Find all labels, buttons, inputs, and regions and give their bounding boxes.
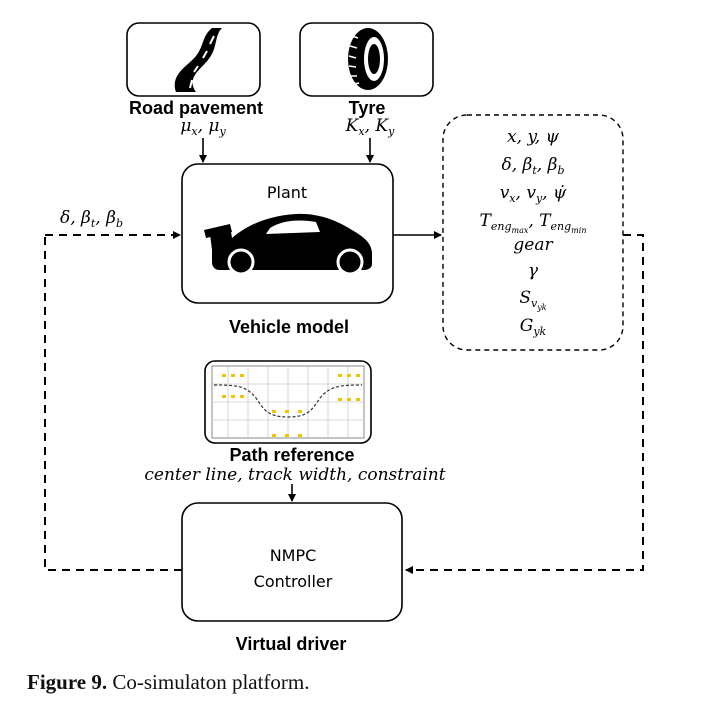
plant-block: Plant Vehicle model — [181, 163, 394, 337]
input-signals-label: δ, βt, βb — [60, 208, 123, 230]
car-icon — [204, 213, 372, 276]
path-reference-block: Path reference center line, track width,… — [144, 360, 446, 485]
caption-prefix: Figure 9. — [27, 670, 108, 694]
plant-title: Plant — [267, 183, 307, 202]
output-g-yk: Gyk — [520, 316, 547, 338]
output-delta-beta: δ, βt, βb — [502, 155, 565, 177]
road-icon — [174, 28, 222, 92]
output-gear: gear — [513, 235, 553, 255]
caption-text: Co-simulaton platform. — [112, 670, 310, 694]
output-velocities: vx, vy, ψ̇ — [500, 183, 567, 205]
path-reference-label: Path reference — [229, 445, 354, 465]
road-pavement-params: μx, μy — [180, 116, 226, 138]
road-pavement-block: Road pavement μx, μy — [126, 22, 263, 138]
output-engine-torque: Tengmax, Tengmin — [480, 211, 587, 235]
tyre-icon — [348, 28, 388, 90]
tyre-params: Kx, Ky — [345, 116, 395, 138]
outputs-to-controller-feedback — [405, 234, 644, 574]
plant-label: Vehicle model — [229, 317, 349, 337]
output-xy-psi: x, y, ψ — [507, 127, 560, 147]
tyre-block: Tyre Kx, Ky — [299, 22, 434, 138]
path-reference-signals: center line, track width, constraint — [144, 465, 445, 485]
figure-caption: Figure 9. Co-simulaton platform. — [27, 670, 687, 710]
controller-label: Virtual driver — [236, 634, 347, 654]
outputs-block: x, y, ψ δ, βt, βb vx, vy, ψ̇ Tengmax, Te… — [442, 114, 624, 351]
controller-to-plant-feedback — [44, 235, 182, 571]
controller-line-1: NMPC — [270, 546, 317, 565]
path-chart-icon — [211, 365, 365, 439]
controller-line-2: Controller — [254, 572, 333, 591]
tyre-label: Tyre — [349, 98, 386, 118]
output-s-vyk: Svyk — [519, 288, 546, 312]
output-gamma: γ — [528, 261, 539, 281]
controller-block: NMPC Controller Virtual driver — [181, 502, 403, 654]
road-pavement-label: Road pavement — [129, 98, 263, 118]
